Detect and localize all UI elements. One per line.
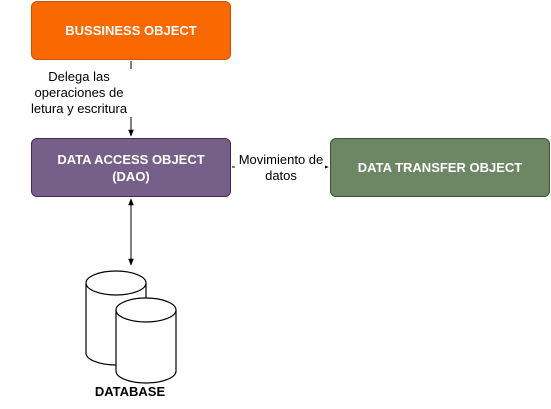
database-label: DATABASE [94,384,166,399]
edge-label-data-movement: Movimiento de datos [237,152,325,184]
business-object-node: BUSSINESS OBJECT [31,1,231,60]
dao-node: DATA ACCESS OBJECT (DAO) [31,138,231,197]
dao-label: DATA ACCESS OBJECT (DAO) [57,151,205,184]
database-icon [85,270,177,384]
edge-label-delegates: Delega las operaciones de letura y escri… [18,69,140,117]
dto-node: DATA TRANSFER OBJECT [330,138,550,197]
business-object-label: BUSSINESS OBJECT [65,23,197,38]
dto-label: DATA TRANSFER OBJECT [357,160,523,175]
